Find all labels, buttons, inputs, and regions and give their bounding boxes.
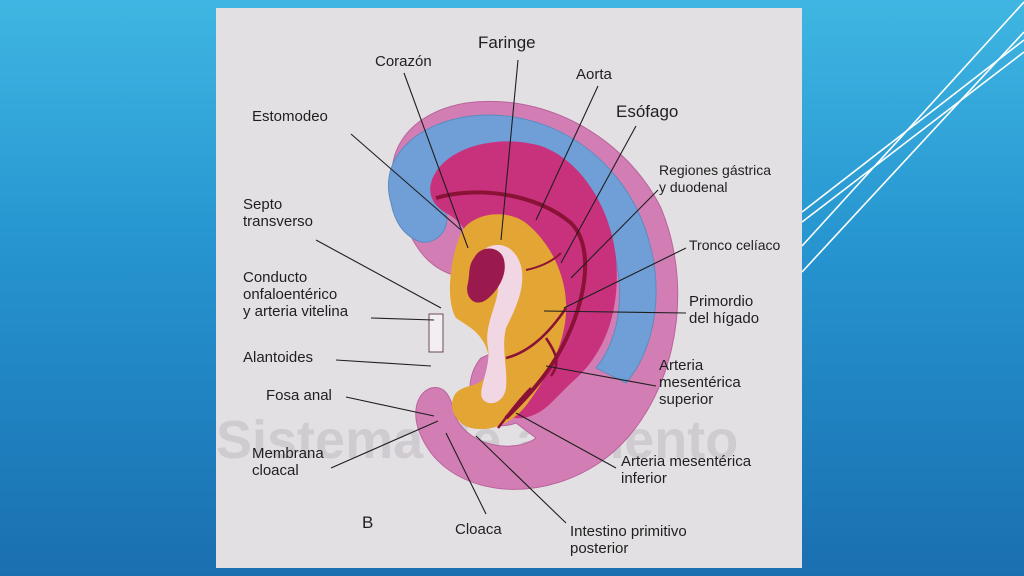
label-arteria-inferior: Arteria mesentérica inferior bbox=[621, 453, 752, 487]
label-corazon: Corazón bbox=[375, 53, 432, 70]
celiac-vessel bbox=[525, 252, 562, 271]
label-tronco: Tronco celíaco bbox=[689, 237, 781, 253]
embryo-diagram: Sistema de alimento bbox=[216, 8, 802, 568]
label-fosa-anal: Fosa anal bbox=[266, 387, 332, 404]
label-membrana-cloacal: Membrana cloacal bbox=[252, 445, 324, 479]
label-aorta: Aorta bbox=[576, 66, 612, 83]
umbilical-cut bbox=[428, 313, 444, 353]
mesenteric-inferior-vessel bbox=[497, 387, 532, 429]
label-conducto: Conducto onfaloentérico y arteria viteli… bbox=[243, 269, 349, 320]
label-estomodeo: Estomodeo bbox=[252, 108, 328, 125]
label-regiones: Regiones gástrica y duodenal bbox=[659, 162, 772, 195]
leader-lines bbox=[315, 59, 687, 524]
mesenteric-superior-vessel bbox=[505, 307, 568, 377]
neural-tube-shape bbox=[387, 114, 657, 384]
gut-lumen bbox=[481, 244, 523, 404]
heart-shape bbox=[467, 248, 505, 303]
label-cloaca: Cloaca bbox=[455, 521, 502, 538]
label-alantoides: Alantoides bbox=[243, 349, 314, 366]
label-septo: Septo transverso bbox=[243, 196, 314, 230]
embryo-illustration: Sistema de alimento bbox=[216, 59, 738, 524]
label-intestino: Intestino primitivo posterior bbox=[570, 523, 687, 557]
panel-letter: B bbox=[362, 513, 374, 532]
aorta-vessel bbox=[435, 190, 588, 420]
label-primordio: Primordio del hígado bbox=[689, 293, 760, 327]
label-arteria-superior: Arteria mesentérica superior bbox=[659, 357, 741, 408]
label-esofago: Esófago bbox=[616, 102, 679, 121]
label-faringe: Faringe bbox=[478, 33, 536, 52]
